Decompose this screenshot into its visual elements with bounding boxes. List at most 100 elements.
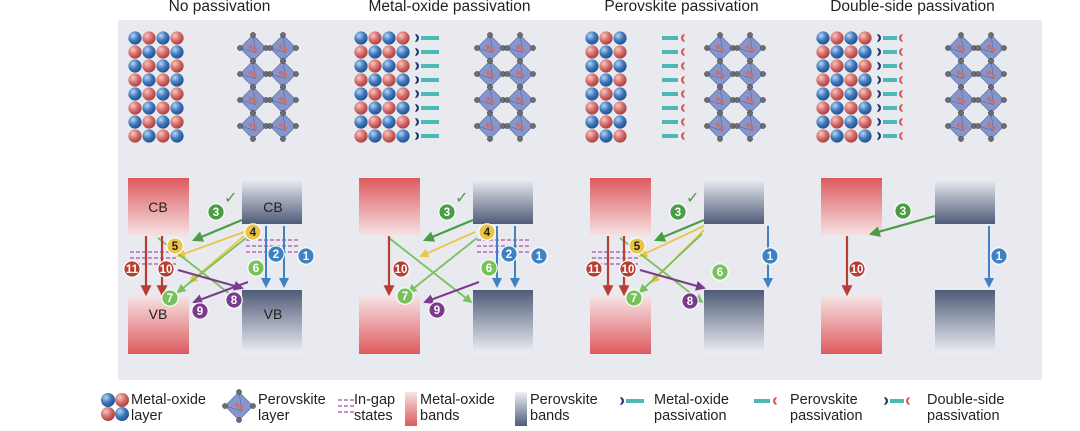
halide-atom	[293, 97, 299, 103]
metal-oxide-valence-band	[821, 296, 882, 354]
halide-atom	[988, 32, 994, 38]
perovskite-octahedron	[975, 32, 1007, 64]
a-site-atom	[485, 122, 491, 128]
process-badge	[396, 287, 414, 305]
metal-oxide-atom	[599, 59, 613, 73]
halide-atom	[267, 123, 273, 129]
metal-oxide-atom	[368, 45, 382, 59]
a-site-atom	[248, 96, 254, 102]
metal-oxide-atom	[354, 115, 368, 129]
a-site-atom	[485, 44, 491, 50]
metal-oxide-atom	[613, 73, 627, 87]
halide-atom	[504, 97, 510, 103]
halide-atom	[958, 110, 964, 116]
metal-oxide-atom	[816, 59, 830, 73]
perovskite-octahedron	[975, 58, 1007, 90]
vb-label: VB	[264, 306, 283, 322]
halide-atom	[504, 123, 510, 129]
metal-oxide-atom	[816, 115, 830, 129]
metal-oxide-atom	[599, 101, 613, 115]
halide-atom	[487, 110, 493, 116]
a-site-atom	[234, 402, 240, 408]
halide-atom	[958, 32, 964, 38]
passivation-anchor	[415, 48, 419, 56]
metal-oxide-atom	[613, 45, 627, 59]
metal-oxide-conduction-band	[590, 178, 651, 236]
metal-oxide-atom	[382, 73, 396, 87]
octahedron-face	[239, 112, 267, 140]
process-number: 10	[160, 264, 173, 276]
metal-oxide-atom	[816, 73, 830, 87]
passivation-anchor	[415, 118, 419, 126]
octahedron-face	[239, 34, 267, 62]
metal-oxide-atom	[156, 31, 170, 45]
halide-atom	[267, 71, 273, 77]
metal-oxide-atom	[115, 393, 129, 407]
perovskite-conduction-band	[704, 178, 764, 224]
a-site-atom	[719, 125, 725, 131]
passivation-anchor	[620, 397, 624, 405]
a-site-atom	[990, 99, 996, 105]
a-site-atom	[749, 73, 755, 79]
a-site-atom	[519, 125, 525, 131]
a-site-atom	[489, 125, 495, 131]
halide-atom	[474, 45, 480, 51]
process-badge	[894, 202, 912, 220]
metal-oxide-atom	[142, 115, 156, 129]
metal-oxide-atom	[844, 115, 858, 129]
metal-oxide-atom	[170, 31, 184, 45]
a-site-atom	[515, 44, 521, 50]
passivation-anchor	[681, 62, 685, 70]
a-site-atom	[986, 122, 992, 128]
metal-oxide-atom	[599, 129, 613, 143]
halide-atom	[760, 71, 766, 77]
metal-oxide-atom	[585, 129, 599, 143]
passivation-anchor	[877, 62, 881, 70]
perovskite-octahedron	[504, 58, 536, 90]
halide-atom	[747, 110, 753, 116]
halide-atom	[504, 71, 510, 77]
metal-oxide-atom	[858, 101, 872, 115]
metal-oxide-atom	[585, 87, 599, 101]
passivation-anchor	[899, 48, 903, 56]
halide-atom	[280, 136, 286, 142]
halide-atom	[734, 71, 740, 77]
passivation-anchor	[877, 104, 881, 112]
metal-oxide-valence-band	[128, 296, 189, 354]
cb-label: CB	[263, 199, 282, 215]
octahedron-edge	[224, 405, 242, 412]
legend-double-side-passivation-icon	[884, 397, 910, 405]
perovskite-octahedron	[237, 58, 269, 90]
process-number: 9	[434, 305, 440, 317]
panel-title-metal-oxide-passivation: Metal-oxide passivation	[368, 0, 531, 15]
metal-oxide-atom	[844, 101, 858, 115]
metal-oxide-atom	[142, 87, 156, 101]
metal-oxide-atom	[396, 59, 410, 73]
passivation-chain	[421, 92, 439, 96]
halide-atom	[517, 58, 523, 64]
metal-oxide-atom	[101, 393, 115, 407]
a-site-atom	[715, 44, 721, 50]
metal-oxide-atom	[382, 31, 396, 45]
passivation-anchor	[899, 132, 903, 140]
legend-metal-oxide-passivation-icon	[620, 397, 644, 405]
halide-atom	[530, 123, 536, 129]
metal-oxide-atom	[354, 129, 368, 143]
halide-atom	[1001, 97, 1007, 103]
a-site-atom	[715, 96, 721, 102]
octahedron-face	[736, 86, 764, 114]
octahedron-face	[476, 86, 504, 114]
metal-oxide-atom	[354, 87, 368, 101]
octahedron-face	[224, 391, 254, 421]
a-site-atom	[986, 70, 992, 76]
process-number: 1	[303, 251, 310, 263]
a-site-atom	[749, 99, 755, 105]
perovskite-octahedron	[267, 110, 299, 142]
a-site-atom	[719, 73, 725, 79]
passivation-anchor	[877, 48, 881, 56]
process-badge	[392, 260, 410, 278]
octahedron-face	[977, 34, 1005, 62]
